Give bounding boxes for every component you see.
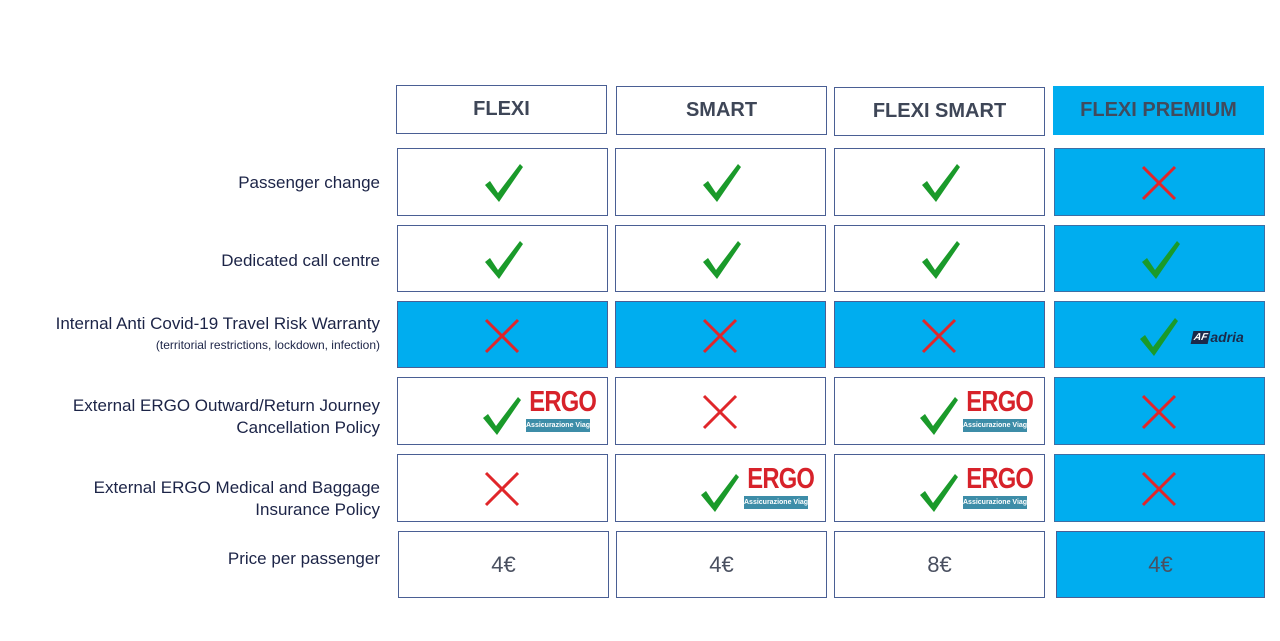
check-icon: [920, 474, 958, 512]
price-cell-flexi-smart: 8€: [834, 531, 1045, 598]
row-label-passenger-change: Passenger change: [238, 173, 380, 192]
cross-icon: [921, 318, 957, 353]
price-cell-smart: 4€: [616, 531, 827, 598]
column-header-flexi: FLEXI: [396, 85, 607, 134]
row-label-price: Price per passenger: [227, 549, 380, 568]
check-icon: [485, 164, 523, 202]
check-icon: [483, 397, 521, 435]
check-icon: [922, 240, 960, 279]
cross-icon: [702, 318, 738, 353]
column-header-label: FLEXI: [473, 98, 530, 120]
cross-icon: [484, 318, 520, 353]
cell-call-centre-smart: [615, 225, 826, 292]
cross-icon: [484, 471, 520, 507]
check-icon: [1140, 317, 1178, 356]
check-icon: [920, 397, 958, 435]
price-value: 4€: [709, 551, 734, 577]
cell-call-centre-flexi-smart: [834, 225, 1045, 292]
cell-ergo-cancellation-smart: [615, 377, 826, 445]
cell-ergo-medical-flexi: [397, 454, 608, 522]
column-header-flexi-smart: FLEXI SMART: [834, 87, 1045, 136]
cell-call-centre-flexi: [397, 225, 608, 292]
cell-ergo-medical-flexi-premium: [1054, 454, 1265, 522]
row-sublabel: (territorial restrictions, lockdown, inf…: [155, 338, 380, 352]
ergo-logo-tag: Assicurazione Viaggi: [744, 496, 808, 509]
price-value: 4€: [1148, 551, 1173, 577]
cell-passenger-change-flexi: [397, 148, 608, 216]
cell-passenger-change-smart: [615, 148, 826, 216]
column-header-flexi-premium: FLEXI PREMIUM: [1053, 86, 1264, 135]
price-value: 8€: [927, 551, 952, 577]
row-label-covid-warranty: Internal Anti Covid-19 Travel Risk Warra…: [55, 314, 380, 352]
cell-passenger-change-flexi-premium: [1054, 148, 1265, 216]
column-header-label: SMART: [685, 99, 758, 121]
cross-icon: [1141, 394, 1177, 430]
price-cell-flexi: 4€: [398, 531, 609, 598]
check-icon: [703, 164, 741, 202]
cross-icon: [1141, 165, 1177, 201]
ergo-logo-word: ERGO: [529, 386, 597, 418]
check-icon: [703, 240, 741, 279]
row-label-call-centre: Dedicated call centre: [221, 251, 380, 270]
column-header-label: FLEXI PREMIUM: [1080, 99, 1237, 121]
check-icon: [922, 164, 960, 202]
check-icon: [485, 240, 523, 279]
price-value: 4€: [491, 551, 516, 577]
price-cell-flexi-premium: 4€: [1056, 531, 1265, 598]
cross-icon: [702, 394, 738, 430]
ergo-logo-word: ERGO: [747, 463, 815, 495]
cell-ergo-cancellation-flexi-premium: [1054, 377, 1265, 445]
cross-icon: [1141, 471, 1177, 507]
ergo-logo-tag: Assicurazione Viaggi: [963, 419, 1027, 432]
check-icon: [1142, 240, 1180, 279]
ergo-logo-tag: Assicurazione Viaggi: [963, 496, 1027, 509]
cell-covid-warranty-flexi: [397, 301, 608, 368]
cell-covid-warranty-smart: [615, 301, 826, 368]
cell-covid-warranty-flexi-smart: [834, 301, 1045, 368]
column-header-label: FLEXI SMART: [872, 100, 1007, 122]
ergo-logo-word: ERGO: [966, 386, 1034, 418]
ergo-logo-tag: Assicurazione Viaggi: [526, 419, 590, 432]
cell-passenger-change-flexi-smart: [834, 148, 1045, 216]
cell-call-centre-flexi-premium: [1054, 225, 1265, 292]
column-header-smart: SMART: [616, 86, 827, 135]
ergo-logo-word: ERGO: [966, 463, 1034, 495]
check-icon: [701, 474, 739, 512]
